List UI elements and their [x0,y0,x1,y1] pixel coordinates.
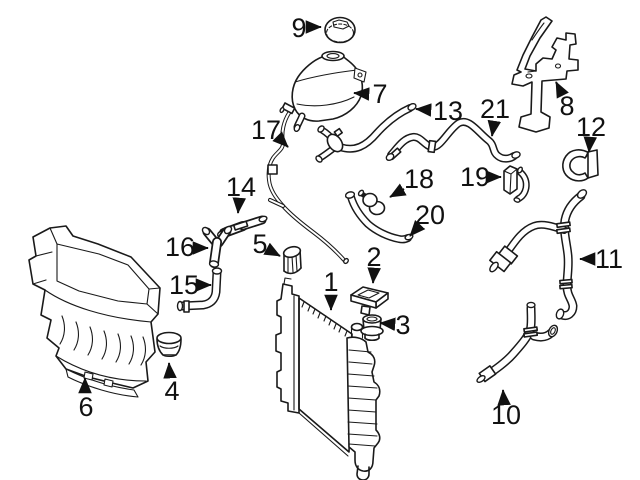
callout-17-label: 17 [251,115,281,145]
callout-3-arrow [379,317,396,332]
part-elbow-hose [176,267,223,313]
callout-11: 11 [579,244,623,274]
part-sensor [357,189,386,216]
part-air-baffle [28,225,161,398]
part-curved-hose [344,191,414,244]
callout-20-label: 20 [415,200,445,230]
callout-16: 16 [165,232,209,262]
callout-4-arrow [163,362,177,379]
callout-5-arrow [263,242,281,257]
callout-21-label: 21 [480,94,510,124]
callout-12-label: 12 [576,112,606,142]
callout-17: 17 [251,115,289,148]
callout-7-label: 7 [372,79,387,109]
callout-13: 13 [415,96,463,126]
callout-10: 10 [491,389,521,430]
callout-10-label: 10 [491,400,521,430]
callout-21-arrow [487,119,502,137]
callout-2-arrow [367,267,381,284]
part-three-way-connector [201,225,233,268]
part-coolant-reservoir [291,50,367,133]
callout-20-arrow [409,220,426,237]
callout-21: 21 [480,94,510,137]
part-rubber-mount [282,245,302,275]
callout-8: 8 [555,81,575,121]
callout-14-label: 14 [226,172,256,202]
callout-7: 7 [353,79,388,109]
callout-15-label: 15 [169,270,199,300]
callout-8-arrow [555,81,569,99]
part-radiator [275,277,381,480]
part-upper-bracket [350,286,389,316]
part-reservoir-cap [324,16,356,44]
callout-2: 2 [366,242,382,284]
callout-19: 19 [460,162,502,192]
callout-19-label: 19 [460,162,490,192]
callout-6: 6 [78,377,94,422]
part-vent-hose [315,102,417,163]
callout-4-label: 4 [164,376,179,406]
callout-5: 5 [252,229,281,259]
callout-18-arrow [389,183,407,198]
callout-18-label: 18 [404,164,434,194]
callout-16-label: 16 [165,232,195,262]
callout-12: 12 [576,112,606,153]
callout-18: 18 [389,164,434,198]
part-mount-grommet [156,331,182,358]
callout-17-arrow [272,131,289,148]
callouts: 1 2 3 4 5 6 7 8 [78,13,623,430]
callout-11-label: 11 [595,244,623,274]
callout-12-arrow [583,136,598,153]
callout-14: 14 [226,172,256,214]
part-heater-hose [385,117,521,163]
callout-9-label: 9 [291,13,306,43]
part-upper-radiator-hose [489,189,588,320]
callout-1-label: 1 [323,267,338,297]
callout-10-arrow [497,389,511,406]
callout-15: 15 [169,270,212,300]
callout-13-arrow [415,103,432,117]
part-mounting-bracket [511,16,579,133]
part-lower-radiator-hose [476,301,559,383]
callout-2-label: 2 [366,242,381,272]
callout-5-label: 5 [252,229,267,259]
callout-4: 4 [163,362,180,406]
callout-20: 20 [409,200,445,237]
callout-1: 1 [323,267,339,311]
callout-8-label: 8 [559,91,574,121]
callout-3-label: 3 [395,310,410,340]
callout-6-label: 6 [78,392,93,422]
callout-3: 3 [379,310,411,340]
callout-13-label: 13 [433,96,463,126]
callout-9: 9 [291,13,322,43]
callout-7-arrow [353,87,370,101]
callout-14-arrow [232,197,247,214]
part-hose-clip [503,165,530,203]
